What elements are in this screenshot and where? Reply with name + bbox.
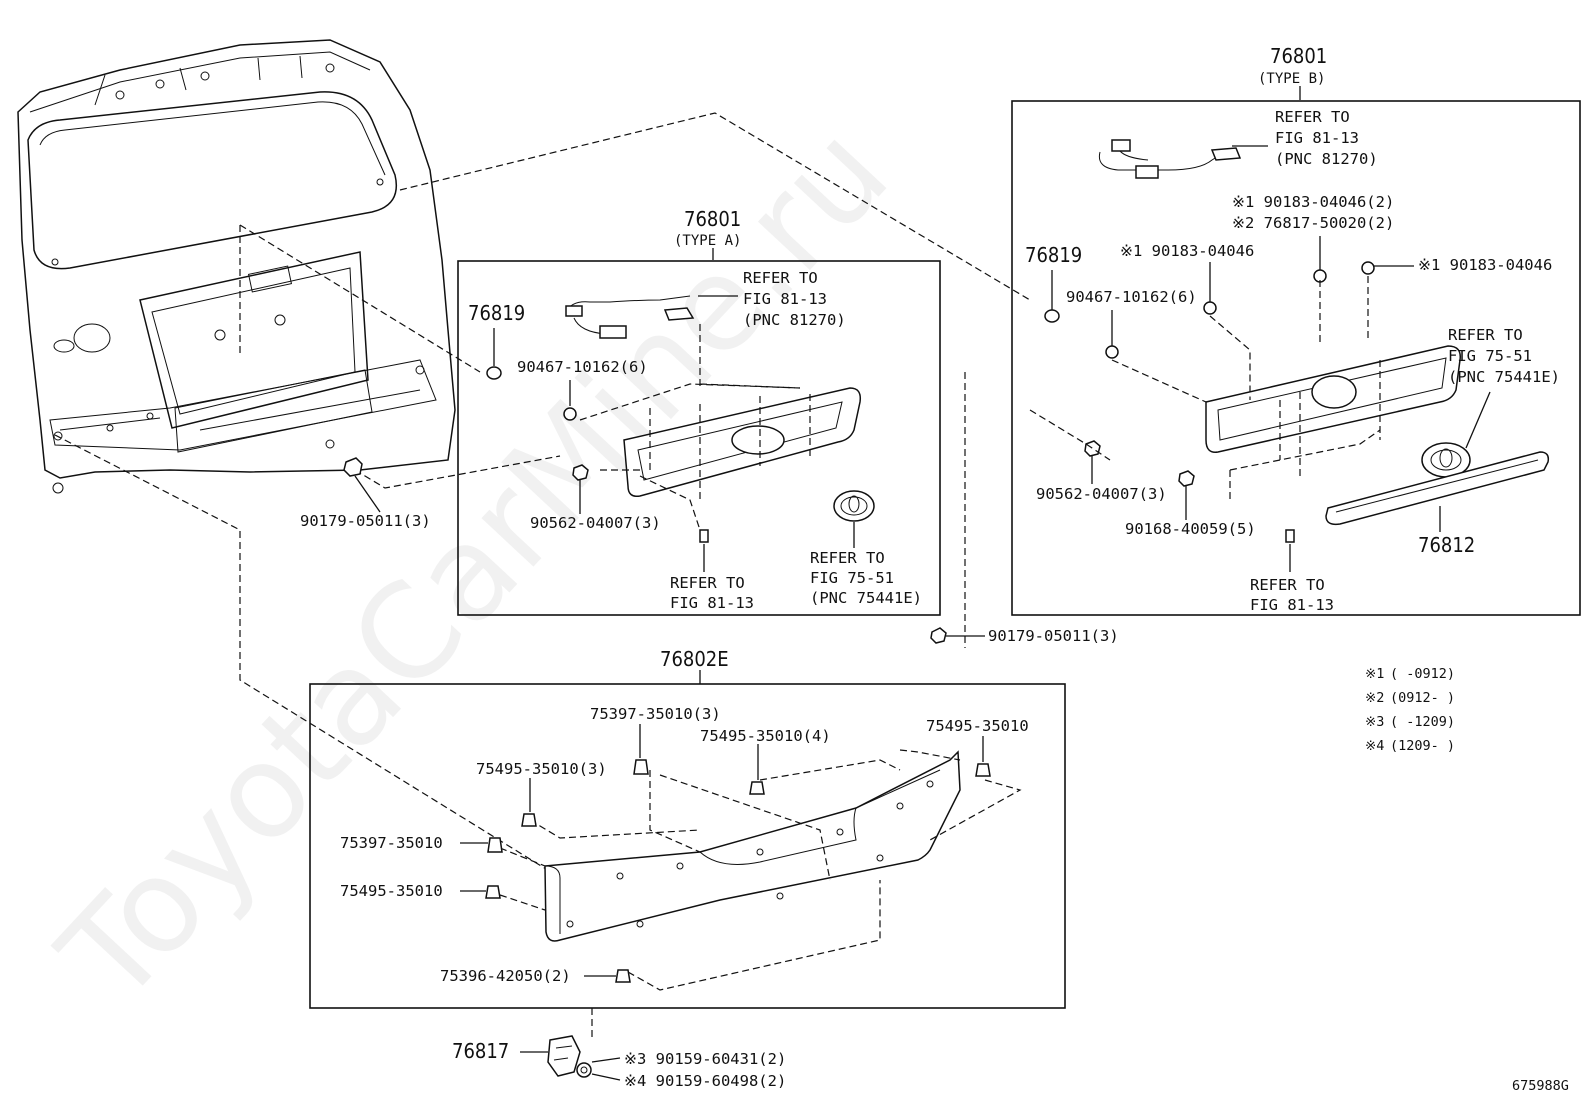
type-b-clip-right[interactable] (1361, 261, 1414, 275)
type-a-box (457, 260, 941, 616)
type-b-screw[interactable] (1105, 310, 1119, 359)
type-a-toyota-emblem[interactable] (833, 490, 875, 548)
bracket-screw-s4: ※4 90159-60498(2) (624, 1072, 786, 1090)
garnish-clip-c7[interactable] (584, 969, 631, 983)
legend-mark-2: ※2 (1365, 690, 1384, 706)
garnish-pnc: 76802E (660, 647, 729, 671)
type-b-note-clip-right: ※1 90183-04046 (1418, 256, 1552, 274)
garnish-clip-c7-label: 75396-42050(2) (440, 967, 571, 985)
type-b-pad-label: 76819 (1025, 243, 1082, 267)
type-b-ref-wire-3: (PNC 81270) (1275, 150, 1378, 168)
type-a-pad[interactable] (486, 328, 502, 380)
type-b-toyota-emblem[interactable] (1421, 391, 1491, 478)
type-b-ref-bottom-2: FIG 81-13 (1250, 596, 1334, 614)
bracket-76817-label: 76817 (452, 1039, 509, 1063)
legend-mark-3: ※3 (1365, 714, 1384, 730)
type-a-screw-label: 90467-10162(6) (517, 358, 648, 376)
garnish-clip-c5-label: 75397-35010 (340, 834, 443, 852)
type-b-note-clip-1: ※1 90183-04046(2) (1232, 193, 1394, 211)
type-b-clip-left[interactable] (1203, 262, 1217, 315)
type-b-ref-bottom-1: REFER TO (1250, 576, 1325, 594)
type-b-clip-ref[interactable] (1285, 529, 1295, 572)
type-a-ref-emblem-1: REFER TO (810, 549, 885, 567)
garnish-clip-c2[interactable] (749, 744, 765, 795)
legend-range-4: (1209- ) (1390, 738, 1455, 754)
legend-range-3: ( -1209) (1390, 714, 1455, 730)
type-b-nut-label: 90562-04007(3) (1036, 485, 1167, 503)
type-b-note-clip-2: ※2 76817-50020(2) (1232, 214, 1394, 232)
type-a-ref-wire-1: REFER TO (743, 269, 818, 287)
type-b-nut[interactable] (1029, 409, 1111, 484)
garnish-clip-c1-label: 75397-35010(3) (590, 705, 721, 723)
type-a-screw[interactable] (563, 380, 577, 421)
type-b-clip-bottom[interactable] (1178, 470, 1195, 520)
nut-90179-center-label: 90179-05011(3) (988, 627, 1119, 645)
type-b-ref-wire-1: REFER TO (1275, 108, 1350, 126)
type-b-license-lamp-wire[interactable] (1098, 139, 1268, 179)
type-b-ref-wire-2: FIG 81-13 (1275, 129, 1359, 147)
type-b-note-clip-left: ※1 90183-04046 (1120, 242, 1254, 260)
type-b-pnc: 76801 (1270, 44, 1327, 68)
type-b-pad[interactable] (1044, 270, 1060, 323)
type-b-ref-emblem-2: FIG 75-51 (1448, 347, 1532, 365)
garnish-clip-c6-label: 75495-35010 (340, 882, 443, 900)
garnish-clip-c5[interactable] (460, 837, 503, 853)
type-a-nut[interactable] (572, 464, 589, 514)
nut-90179-center[interactable] (930, 627, 985, 644)
type-a-garnish[interactable] (579, 324, 862, 531)
bracket-screw-s3: ※3 90159-60431(2) (624, 1050, 786, 1068)
figure-code: 675988G (1512, 1078, 1569, 1094)
legend: ※1 ( -0912) ※2 (0912- ) ※3 ( -1209) ※4 (… (1365, 666, 1455, 754)
door-leader-lines (54, 112, 1031, 891)
nut-90179-left-label: 90179-05011(3) (300, 512, 431, 530)
legend-mark-4: ※4 (1365, 738, 1384, 754)
type-b-clip-center[interactable] (1313, 236, 1327, 283)
garnish-clip-c1[interactable] (633, 724, 649, 775)
bracket-76817[interactable] (547, 1035, 581, 1077)
garnish-clip-c4-label: 75495-35010(3) (476, 760, 607, 778)
type-b-box (1011, 100, 1581, 616)
type-b-garnish[interactable] (1111, 276, 1461, 500)
nut-90179-left[interactable] (343, 457, 381, 513)
type-b-clip-label: 90168-40059(5) (1125, 520, 1256, 538)
type-a-ref-emblem-2: FIG 75-51 (810, 569, 894, 587)
type-b-type: (TYPE B) (1258, 71, 1325, 87)
type-a-ref-bottom-2: FIG 81-13 (670, 594, 754, 612)
type-a-pad-label: 76819 (468, 301, 525, 325)
moulding-76812-label: 76812 (1418, 533, 1475, 557)
garnish-clip-c6[interactable] (460, 885, 501, 899)
legend-range-1: ( -0912) (1390, 666, 1455, 682)
garnish-leader-lines (499, 749, 1022, 991)
type-a-ref-emblem-3: (PNC 75441E) (810, 589, 922, 607)
type-b-screw-label: 90467-10162(6) (1066, 288, 1197, 306)
type-a-pnc: 76801 (684, 207, 741, 231)
garnish-clip-c2-label: 75495-35010(4) (700, 727, 831, 745)
garnish-clip-c3[interactable] (975, 736, 991, 777)
type-a-license-lamp-wire[interactable] (565, 295, 738, 339)
type-a-ref-wire-3: (PNC 81270) (743, 311, 846, 329)
type-a-ref-wire-2: FIG 81-13 (743, 290, 827, 308)
type-a-nut-label: 90562-04007(3) (530, 514, 661, 532)
legend-mark-1: ※1 (1365, 666, 1384, 682)
type-a-type: (TYPE A) (674, 233, 741, 249)
garnish-76802e[interactable] (544, 750, 961, 942)
garnish-clip-c4[interactable] (521, 778, 537, 827)
garnish-clip-c3-label: 75495-35010 (926, 717, 1029, 735)
type-b-ref-emblem-3: (PNC 75441E) (1448, 368, 1560, 386)
type-b-ref-emblem-1: REFER TO (1448, 326, 1523, 344)
type-a-ref-bottom-1: REFER TO (670, 574, 745, 592)
bracket-screw[interactable] (576, 1057, 621, 1081)
back-door-panel (17, 39, 456, 494)
type-a-clip[interactable] (699, 529, 709, 572)
garnish-box (309, 683, 1066, 1009)
moulding-76812[interactable] (1325, 451, 1550, 532)
legend-range-2: (0912- ) (1390, 690, 1455, 706)
